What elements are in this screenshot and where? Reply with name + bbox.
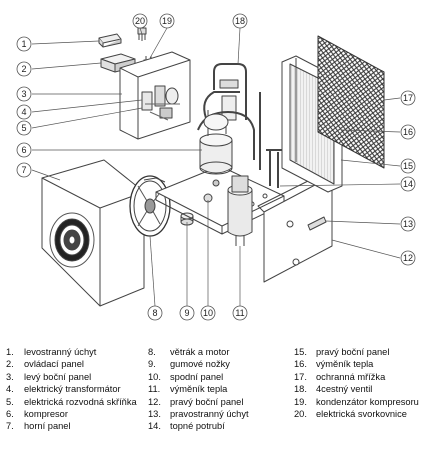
- callout-4-bubble: [16, 104, 32, 120]
- legend-item: 11.výměník tepla: [148, 384, 228, 395]
- callout-9-bubble: [179, 305, 195, 321]
- legend-item: 1.levostranný úchyt: [6, 347, 97, 357]
- legend-item: 8.větrák a motor: [148, 347, 230, 357]
- callout-6: 6: [21, 145, 26, 155]
- callout-13-bubble: [400, 216, 416, 232]
- heat-exchanger-cylinder-part: [227, 175, 253, 246]
- callout-13: 13: [403, 219, 413, 229]
- right-side-panel-part: [257, 171, 333, 283]
- terminal-block-part: [137, 27, 147, 41]
- legend-item: 3.levý boční panel: [6, 371, 92, 382]
- callout-18-bubble: [232, 13, 248, 29]
- callout-12-bubble: [400, 250, 416, 266]
- legend-item: 19.kondenzátor kompresoru: [294, 396, 419, 407]
- callout-10: 10: [203, 308, 213, 318]
- exploded-view-diagram: 1 2 3 4 5 6 7 8 9 10 11 12 13 14 15 16 1…: [16, 13, 416, 321]
- legend-item: 6.kompresor: [6, 409, 68, 420]
- legend-item: 4.elektrický transformátor: [6, 384, 121, 395]
- callout-14: 14: [403, 179, 413, 189]
- legend-item: 18.4cestný ventil: [294, 384, 373, 395]
- callout-10-bubble: [200, 305, 216, 321]
- callout-8: 8: [152, 308, 157, 318]
- callout-12: 12: [403, 253, 413, 263]
- callout-16-bubble: [400, 124, 416, 140]
- callout-17: 17: [403, 93, 413, 103]
- legend-item: 15.pravý boční panel: [294, 347, 390, 357]
- legend-item: 17.ochranná mřížka: [294, 371, 386, 382]
- callout-17-bubble: [400, 90, 416, 106]
- legend-item: 16.výměník tepla: [294, 359, 374, 370]
- callout-4: 4: [21, 107, 26, 117]
- legend-item: 12.pravý boční panel: [148, 396, 244, 407]
- callout-3-bubble: [16, 86, 32, 102]
- callout-20: 20: [135, 16, 145, 26]
- callout-15-bubble: [400, 158, 416, 174]
- callout-8-bubble: [147, 305, 163, 321]
- legend-item: 14.topné potrubí: [148, 421, 225, 432]
- legend-column-3: 15.pravý boční panel 16.výměník tepla 17…: [294, 346, 419, 420]
- legend-item: 2.ovládací panel: [6, 359, 84, 370]
- top-panel-part: [41, 159, 145, 307]
- callout-16: 16: [403, 127, 413, 137]
- callout-20-bubble: [132, 13, 148, 29]
- legend-item: 9.gumové nožky: [148, 359, 230, 370]
- callout-9: 9: [184, 308, 189, 318]
- callout-6-bubble: [16, 142, 32, 158]
- legend-item: 10.spodní panel: [148, 371, 224, 382]
- callout-15: 15: [403, 161, 413, 171]
- parts-legend: 1.levostranný úchyt 2.ovládací panel 3.l…: [0, 346, 445, 455]
- callout-1: 1: [21, 39, 26, 49]
- legend-column-1: 1.levostranný úchyt 2.ovládací panel 3.l…: [6, 346, 137, 433]
- protective-mesh-part: [317, 35, 385, 169]
- legend-item: 7.horní panel: [6, 421, 71, 432]
- four-way-valve-part: [197, 63, 261, 170]
- callout-2: 2: [21, 64, 26, 74]
- callout-7-bubble: [16, 162, 32, 178]
- callout-11: 11: [235, 308, 244, 318]
- callout-5: 5: [21, 123, 26, 133]
- callout-5-bubble: [16, 120, 32, 136]
- left-side-panel-part: [119, 51, 191, 140]
- callout-14-bubble: [400, 176, 416, 192]
- legend-item: 20.elektrická svorkovnice: [294, 409, 407, 420]
- callout-18: 18: [235, 16, 245, 26]
- heating-pipe-part: [266, 149, 282, 188]
- callout-19: 19: [162, 16, 172, 26]
- callout-2-bubble: [16, 61, 32, 77]
- fan-motor-part: [129, 175, 171, 237]
- callout-11-bubble: [232, 305, 248, 321]
- callout-1-bubble: [16, 36, 32, 52]
- left-handle-part: [98, 33, 122, 48]
- callout-3: 3: [21, 89, 26, 99]
- legend-item: 5.elektrická rozvodná skříňka: [6, 396, 137, 407]
- callout-7: 7: [21, 165, 26, 175]
- legend-item: 13.pravostranný úchyt: [148, 409, 249, 420]
- legend-column-2: 8.větrák a motor 9.gumové nožky 10.spodn…: [148, 346, 249, 433]
- callout-19-bubble: [159, 13, 175, 29]
- compressor-part: [199, 108, 233, 175]
